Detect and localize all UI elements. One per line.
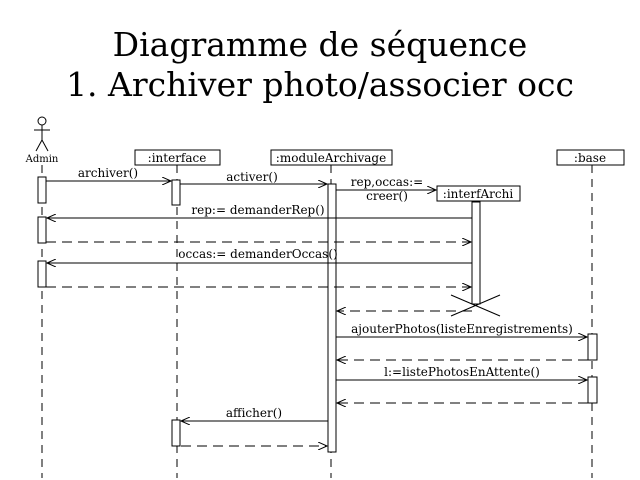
object-interface: :interface	[134, 149, 221, 166]
message-ajouter-photos-label: ajouterPhotos(listeEnregistrements)	[351, 322, 573, 336]
activation-admin-3	[37, 260, 47, 288]
object-base-label: :base	[574, 151, 606, 165]
activation-base-1	[587, 333, 598, 361]
message-afficher-label: afficher()	[226, 406, 282, 420]
message-creer-label-2: creer()	[366, 189, 408, 203]
actor-admin: Admin	[25, 116, 59, 165]
activation-module-archivage	[327, 183, 337, 453]
object-module-archivage: :moduleArchivage	[270, 149, 393, 166]
activation-interface-1	[171, 179, 181, 206]
object-interf-archi-label: :interfArchi	[443, 187, 514, 201]
object-interf-archi: :interfArchi	[436, 185, 521, 202]
activation-interface-2	[171, 419, 181, 447]
diagram-title-line-1: Diagramme de séquence	[112, 25, 528, 64]
message-archiver-label: archiver()	[78, 166, 138, 180]
object-base: :base	[556, 149, 625, 166]
object-module-archivage-label: :moduleArchivage	[276, 151, 386, 165]
message-creer-label-1: rep,occas:=	[351, 175, 423, 189]
destroy-interf-archi-icon	[450, 294, 501, 317]
message-liste-photos-label: l:=listePhotosEnAttente()	[384, 365, 540, 379]
activation-admin-2	[37, 216, 47, 244]
message-activer-label: activer()	[226, 170, 278, 184]
actor-name: Admin	[25, 154, 59, 165]
object-interface-label: :interface	[148, 151, 207, 165]
message-demander-occas-label: occas:= demanderOccas()	[178, 247, 337, 261]
diagram-title-line-2: 1. Archiver photo/associer occ	[66, 65, 574, 104]
message-demander-rep-label: rep:= demanderRep()	[191, 203, 324, 217]
activation-base-2	[587, 376, 598, 404]
activation-interf-archi	[471, 201, 481, 305]
activation-admin-1	[37, 176, 47, 204]
